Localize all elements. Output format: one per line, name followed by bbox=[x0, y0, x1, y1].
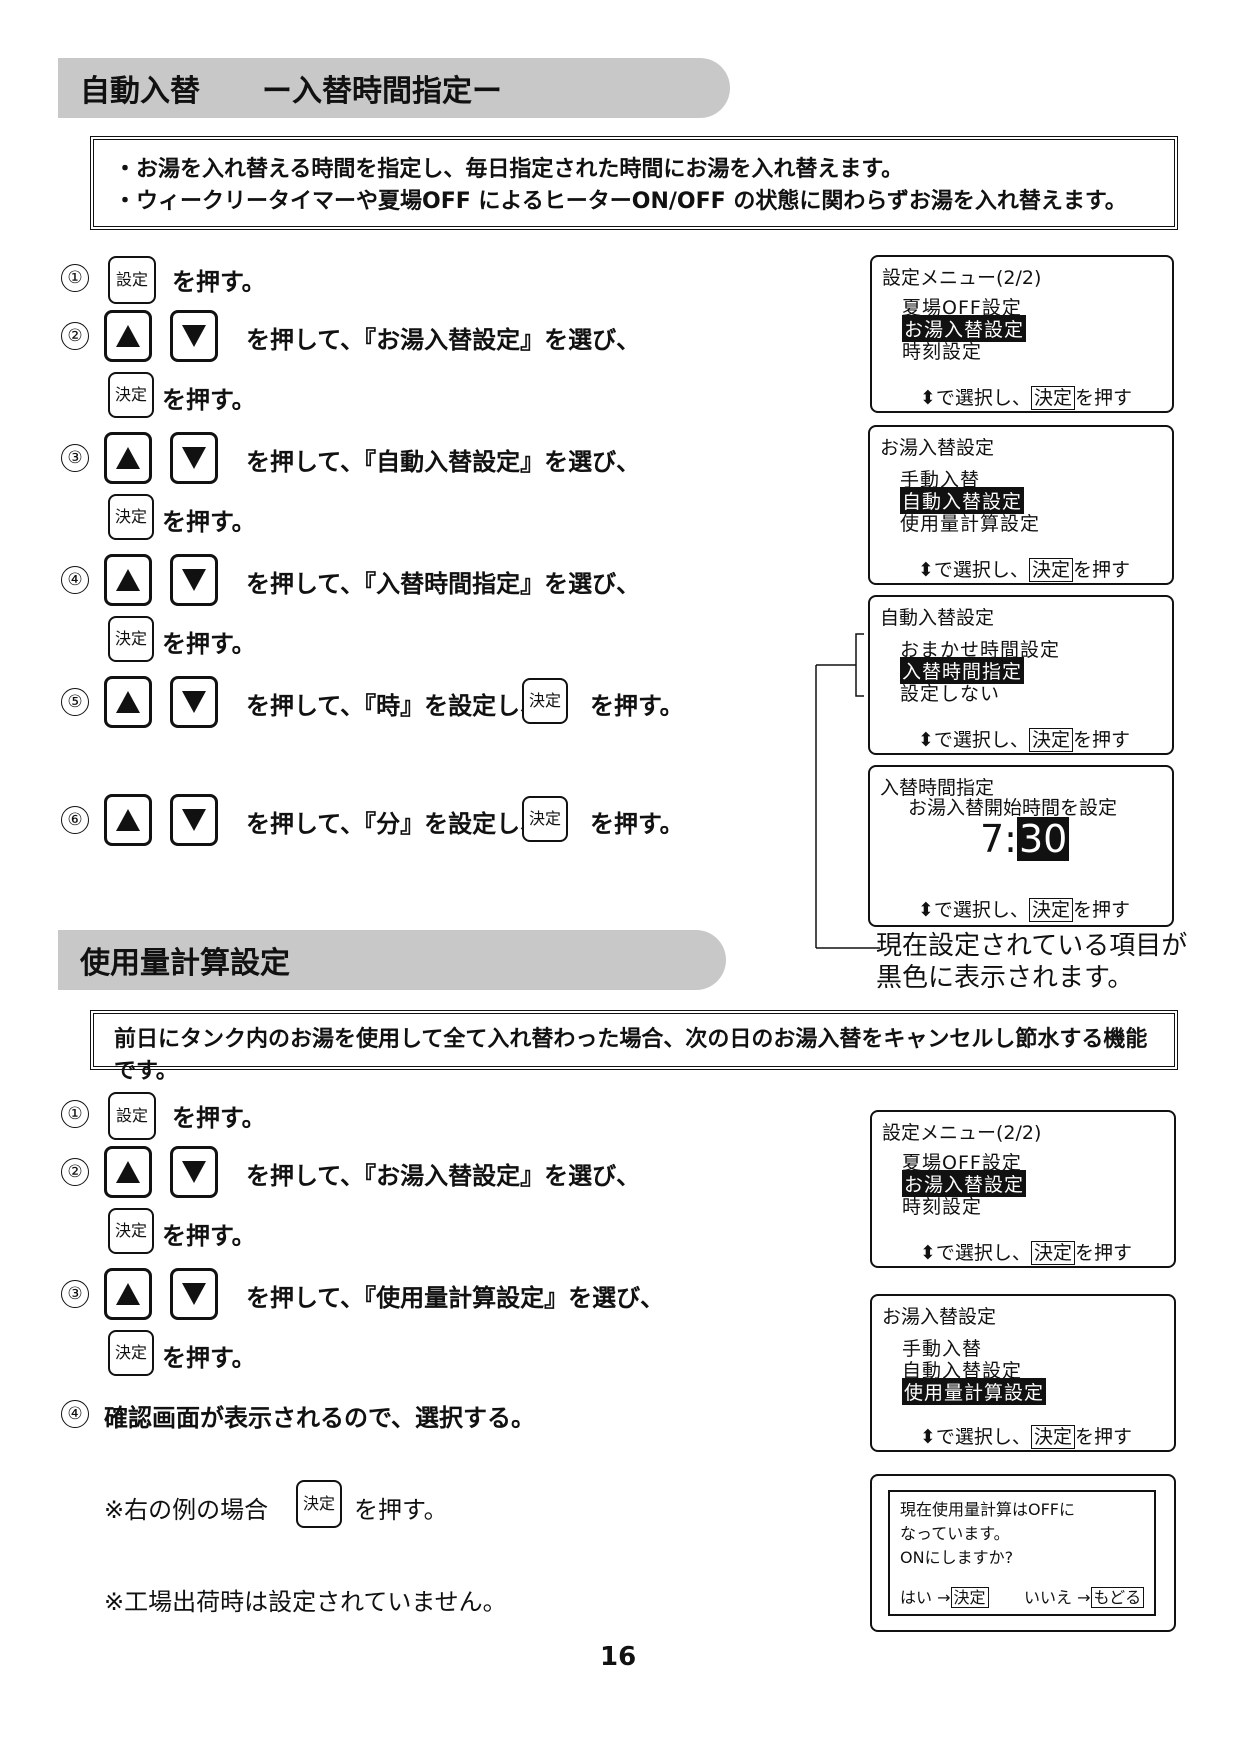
kettei-button[interactable]: 決定 bbox=[522, 796, 568, 842]
down-arrow-icon bbox=[182, 691, 206, 713]
lcd-settings-menu: 設定メニュー(2/2) 夏場OFF設定 お湯入替設定 時刻設定 ⬍で選択し、決定… bbox=[870, 255, 1174, 413]
down-arrow-icon bbox=[182, 1161, 206, 1183]
updown-arrow-icon: ⬍ bbox=[920, 387, 936, 409]
kettei-button[interactable]: 決定 bbox=[522, 678, 568, 724]
kettei-button[interactable]: 決定 bbox=[108, 494, 154, 540]
kettei-button[interactable]: 決定 bbox=[296, 1480, 342, 1528]
kettei-button[interactable]: 決定 bbox=[108, 1330, 154, 1376]
lcd-settings-menu: 設定メニュー(2/2) 夏場OFF設定 お湯入替設定 時刻設定 ⬍で選択し、決定… bbox=[870, 1110, 1176, 1268]
up-arrow-icon bbox=[116, 325, 140, 347]
note-example-pre: ※右の例の場合 bbox=[104, 1496, 269, 1524]
section2-header: 使用量計算設定 bbox=[58, 930, 726, 990]
up-arrow-icon bbox=[116, 1283, 140, 1305]
section1-desc-line2: ・ウィークリータイマーや夏場OFF によるヒーターON/OFF の状態に関わらず… bbox=[114, 189, 1127, 214]
section1-desc-line1: ・お湯を入れ替える時間を指定し、毎日指定された時間にお湯を入れ替えます。 bbox=[114, 157, 904, 182]
updown-arrow-icon: ⬍ bbox=[920, 1242, 936, 1264]
down-button[interactable] bbox=[170, 794, 218, 846]
updown-arrow-icon: ⬍ bbox=[920, 1426, 936, 1448]
updown-arrow-icon: ⬍ bbox=[918, 899, 934, 921]
step-number: ⑥ bbox=[60, 806, 90, 834]
up-button[interactable] bbox=[104, 310, 152, 362]
step-text: を押す。 bbox=[172, 1104, 266, 1132]
note-factory: ※工場出荷時は設定されていません。 bbox=[104, 1588, 507, 1616]
section2-title: 使用量計算設定 bbox=[80, 946, 290, 981]
updown-arrow-icon: ⬍ bbox=[918, 729, 934, 751]
kettei-button[interactable]: 決定 bbox=[108, 372, 154, 418]
step-text: を押す。 bbox=[162, 1344, 256, 1372]
up-button[interactable] bbox=[104, 794, 152, 846]
section1-title-sub: ー入替時間指定ー bbox=[262, 74, 502, 109]
down-arrow-icon bbox=[182, 809, 206, 831]
step-number: ① bbox=[60, 1100, 90, 1128]
lcd-oyu-settings: お湯入替設定 手動入替 自動入替設定 使用量計算設定 ⬍で選択し、決定を押す bbox=[870, 1294, 1176, 1452]
up-button[interactable] bbox=[104, 676, 152, 728]
step-number: ④ bbox=[60, 566, 90, 594]
kettei-button[interactable]: 決定 bbox=[108, 1208, 154, 1254]
down-button[interactable] bbox=[170, 1146, 218, 1198]
down-button[interactable] bbox=[170, 310, 218, 362]
up-arrow-icon bbox=[116, 1161, 140, 1183]
callout-lines bbox=[815, 633, 880, 949]
step-text: を押して、『お湯入替設定』を選び、 bbox=[246, 326, 641, 354]
up-button[interactable] bbox=[104, 432, 152, 484]
step-text: を押す。 bbox=[590, 692, 684, 720]
settei-button[interactable]: 設定 bbox=[108, 1092, 156, 1140]
step-number: ② bbox=[60, 1158, 90, 1186]
note-example-post: を押す。 bbox=[354, 1496, 448, 1524]
step-number: ② bbox=[60, 322, 90, 350]
down-button[interactable] bbox=[170, 554, 218, 606]
step-text: を押して、『自動入替設定』を選び、 bbox=[246, 448, 641, 476]
up-arrow-icon bbox=[116, 569, 140, 591]
step-text: を押す。 bbox=[162, 630, 256, 658]
up-arrow-icon bbox=[116, 447, 140, 469]
section1-title-main: 自動入替 bbox=[80, 74, 200, 109]
step-text: を押して、『使用量計算設定』を選び、 bbox=[246, 1284, 665, 1312]
step-text: を押す。 bbox=[162, 508, 256, 536]
step-text: を押す。 bbox=[162, 386, 256, 414]
down-button[interactable] bbox=[170, 432, 218, 484]
step-text: を押す。 bbox=[162, 1222, 256, 1250]
down-arrow-icon bbox=[182, 325, 206, 347]
step-text: を押す。 bbox=[172, 268, 266, 296]
callout-text: 現在設定されている項目が 黒色に表示されます。 bbox=[876, 931, 1188, 993]
section1-header: 自動入替 ー入替時間指定ー bbox=[58, 58, 730, 118]
step-number: ③ bbox=[60, 1280, 90, 1308]
step-text: 確認画面が表示されるので、選択する。 bbox=[104, 1404, 536, 1432]
step-number: ① bbox=[60, 264, 90, 292]
updown-arrow-icon: ⬍ bbox=[918, 559, 934, 581]
down-button[interactable] bbox=[170, 676, 218, 728]
step-text: を押す。 bbox=[590, 810, 684, 838]
section2-description: 前日にタンク内のお湯を使用して全て入れ替わった場合、次の日のお湯入替をキャンセル… bbox=[90, 1010, 1178, 1084]
up-arrow-icon bbox=[116, 809, 140, 831]
step-number: ⑤ bbox=[60, 688, 90, 716]
lcd-auto-settings: 自動入替設定 おまかせ時間設定 入替時間指定 設定しない ⬍で選択し、決定を押す bbox=[868, 595, 1174, 755]
settei-button[interactable]: 設定 bbox=[108, 256, 156, 304]
up-button[interactable] bbox=[104, 1146, 152, 1198]
step-text: を押して、『お湯入替設定』を選び、 bbox=[246, 1162, 641, 1190]
lcd-time-setting: 入替時間指定 お湯入替開始時間を設定 7:30 ⬍で選択し、決定を押す bbox=[868, 765, 1174, 927]
up-button[interactable] bbox=[104, 1268, 152, 1320]
step-number: ③ bbox=[60, 444, 90, 472]
step-text: を押して、『分』を設定し、 bbox=[246, 810, 545, 838]
section1-description: ・お湯を入れ替える時間を指定し、毎日指定された時間にお湯を入れ替えます。 ・ウィ… bbox=[90, 136, 1178, 230]
page-number: 16 bbox=[600, 1642, 637, 1672]
step-number: ④ bbox=[60, 1400, 90, 1428]
up-arrow-icon bbox=[116, 691, 140, 713]
down-arrow-icon bbox=[182, 447, 206, 469]
lcd-oyu-settings: お湯入替設定 手動入替 自動入替設定 使用量計算設定 ⬍で選択し、決定を押す bbox=[868, 425, 1174, 585]
up-button[interactable] bbox=[104, 554, 152, 606]
step-text: を押して、『入替時間指定』を選び、 bbox=[246, 570, 641, 598]
step-text: を押して、『時』を設定し、 bbox=[246, 692, 545, 720]
down-button[interactable] bbox=[170, 1268, 218, 1320]
down-arrow-icon bbox=[182, 569, 206, 591]
down-arrow-icon bbox=[182, 1283, 206, 1305]
kettei-button[interactable]: 決定 bbox=[108, 616, 154, 662]
lcd-confirm: 現在使用量計算はOFFに なっています。 ONにしますか? はい →決定 いいえ… bbox=[870, 1474, 1176, 1632]
